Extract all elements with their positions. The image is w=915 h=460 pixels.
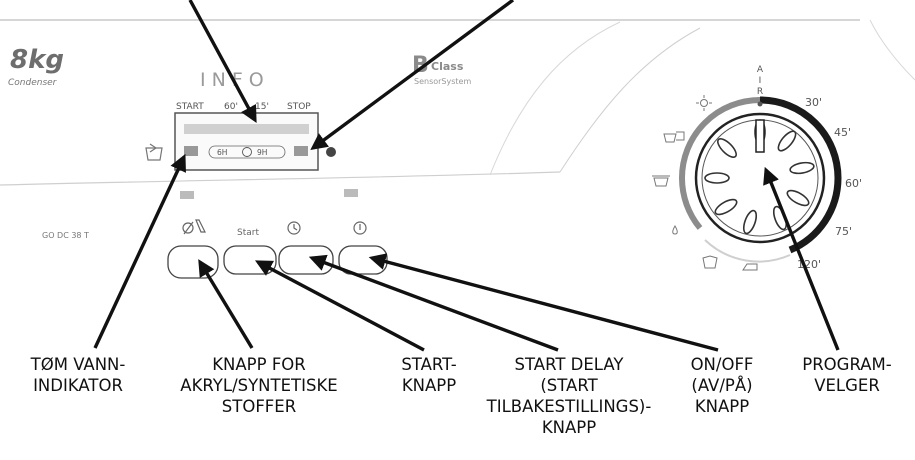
caption-on-off-line-3: KNAPP	[694, 397, 750, 416]
caption-drain-indicator-line-1: TØM VANN-	[30, 355, 126, 374]
water-drop-icon	[672, 225, 678, 235]
start-delay-icon	[287, 221, 301, 235]
timer-left-label: 6H	[217, 148, 227, 157]
time-label-15: 15'	[255, 102, 269, 112]
status-dot	[326, 147, 336, 157]
iron-shirt-icon	[663, 131, 685, 143]
caption-synthetics-button: KNAPP FOR AKRYL/SYNTETISKE STOFFER	[152, 354, 366, 417]
arrow-start-delay-button	[308, 254, 559, 352]
panel-lower-edge	[0, 171, 561, 186]
time-mark-45: 45'	[834, 126, 851, 139]
time-mark-30: 30'	[805, 96, 822, 109]
air-letter-i: I	[759, 76, 762, 86]
arrow-synthetics-button	[198, 259, 254, 349]
caption-start-line-2: KNAPP	[401, 376, 457, 395]
caption-start-delay-button: START DELAY (START TILBAKESTILLINGS)- KN…	[474, 354, 664, 438]
arrow-start-button	[254, 260, 425, 352]
dial-arc-dark	[759, 96, 842, 254]
caption-start-delay-line-4: KNAPP	[541, 418, 597, 437]
time-label-stop: STOP	[287, 102, 311, 112]
start-button[interactable]	[223, 245, 277, 275]
caption-program-line-1: PROGRAM-	[802, 355, 892, 374]
time-mark-75: 75'	[835, 225, 852, 238]
timer-pill	[208, 145, 286, 159]
dial-outer-ring	[694, 112, 826, 244]
callout-arrows	[93, 0, 840, 352]
time-label-start: START	[176, 102, 204, 112]
arrow-progress-bar	[188, 0, 257, 123]
arrow-program-selector	[763, 166, 840, 351]
caption-program-line-2: VELGER	[814, 376, 880, 395]
arrow-on-off-button	[368, 253, 719, 352]
iron-icon	[742, 263, 758, 271]
progress-bar	[184, 124, 309, 134]
time-mark-60: 60'	[845, 177, 862, 190]
stop-indicator-light	[294, 146, 308, 156]
button-marker-2	[344, 189, 358, 197]
clock-icon	[242, 147, 252, 157]
caption-drain-indicator-line-2: INDIKATOR	[33, 376, 123, 395]
caption-start-button: START- KNAPP	[384, 354, 474, 396]
caption-on-off-button: ON/OFF (AV/PÅ) KNAPP	[680, 354, 764, 417]
program-dial[interactable]	[678, 96, 842, 263]
caption-synthetics-line-1: KNAPP FOR	[212, 355, 306, 374]
dial-air-dot	[757, 101, 763, 107]
air-letter-r: R	[757, 87, 763, 97]
start-delay-button[interactable]	[278, 245, 334, 275]
drain-indicator-light	[184, 146, 198, 156]
power-icon	[353, 221, 367, 235]
caption-start-delay-line-2: (START	[540, 376, 598, 395]
caption-program-selector: PROGRAM- VELGER	[786, 354, 908, 396]
timer-right-label: 9H	[257, 148, 267, 157]
caption-synthetics-line-3: STOFFER	[221, 397, 297, 416]
time-label-60: 60'	[224, 102, 238, 112]
brand-suffix: Class	[431, 60, 464, 73]
caption-start-line-1: START-	[401, 355, 457, 374]
caption-start-delay-line-3: TILBAKESTILLINGS)-	[486, 397, 652, 416]
caption-on-off-line-2: (AV/PÅ)	[691, 376, 753, 395]
panel-curve-2	[489, 21, 621, 176]
arrow-drain-indicator	[93, 153, 186, 349]
synthetics-icon	[182, 219, 206, 235]
panel-curve-3	[869, 19, 915, 81]
dial-arc-light	[704, 239, 791, 263]
dial-pointer	[755, 119, 765, 153]
button-marker-1	[180, 191, 194, 199]
caption-on-off-line-1: ON/OFF	[690, 355, 754, 374]
caption-synthetics-line-2: AKRYL/SYNTETISKE	[180, 376, 338, 395]
arrow-stop-light	[310, 0, 515, 151]
caption-start-delay-line-1: START DELAY	[514, 355, 624, 374]
dial-arc-grey	[678, 97, 761, 230]
model-code: GO DC 38 T	[42, 231, 89, 240]
model-line-label: Condenser	[8, 78, 58, 88]
drain-water-icon	[145, 143, 163, 161]
pot-icon	[652, 175, 670, 187]
panel-curve-1	[559, 27, 701, 173]
air-letter-a: A	[757, 65, 764, 75]
caption-drain-indicator: TØM VANN- INDIKATOR	[3, 354, 153, 396]
start-button-label: Start	[237, 228, 259, 238]
sun-icon	[696, 95, 712, 111]
synthetics-button[interactable]	[167, 245, 219, 279]
sensor-label: SensorSystem	[414, 77, 471, 86]
capacity-label: 8kg	[10, 45, 64, 75]
display-window	[174, 112, 319, 171]
shirt-icon	[702, 255, 718, 269]
